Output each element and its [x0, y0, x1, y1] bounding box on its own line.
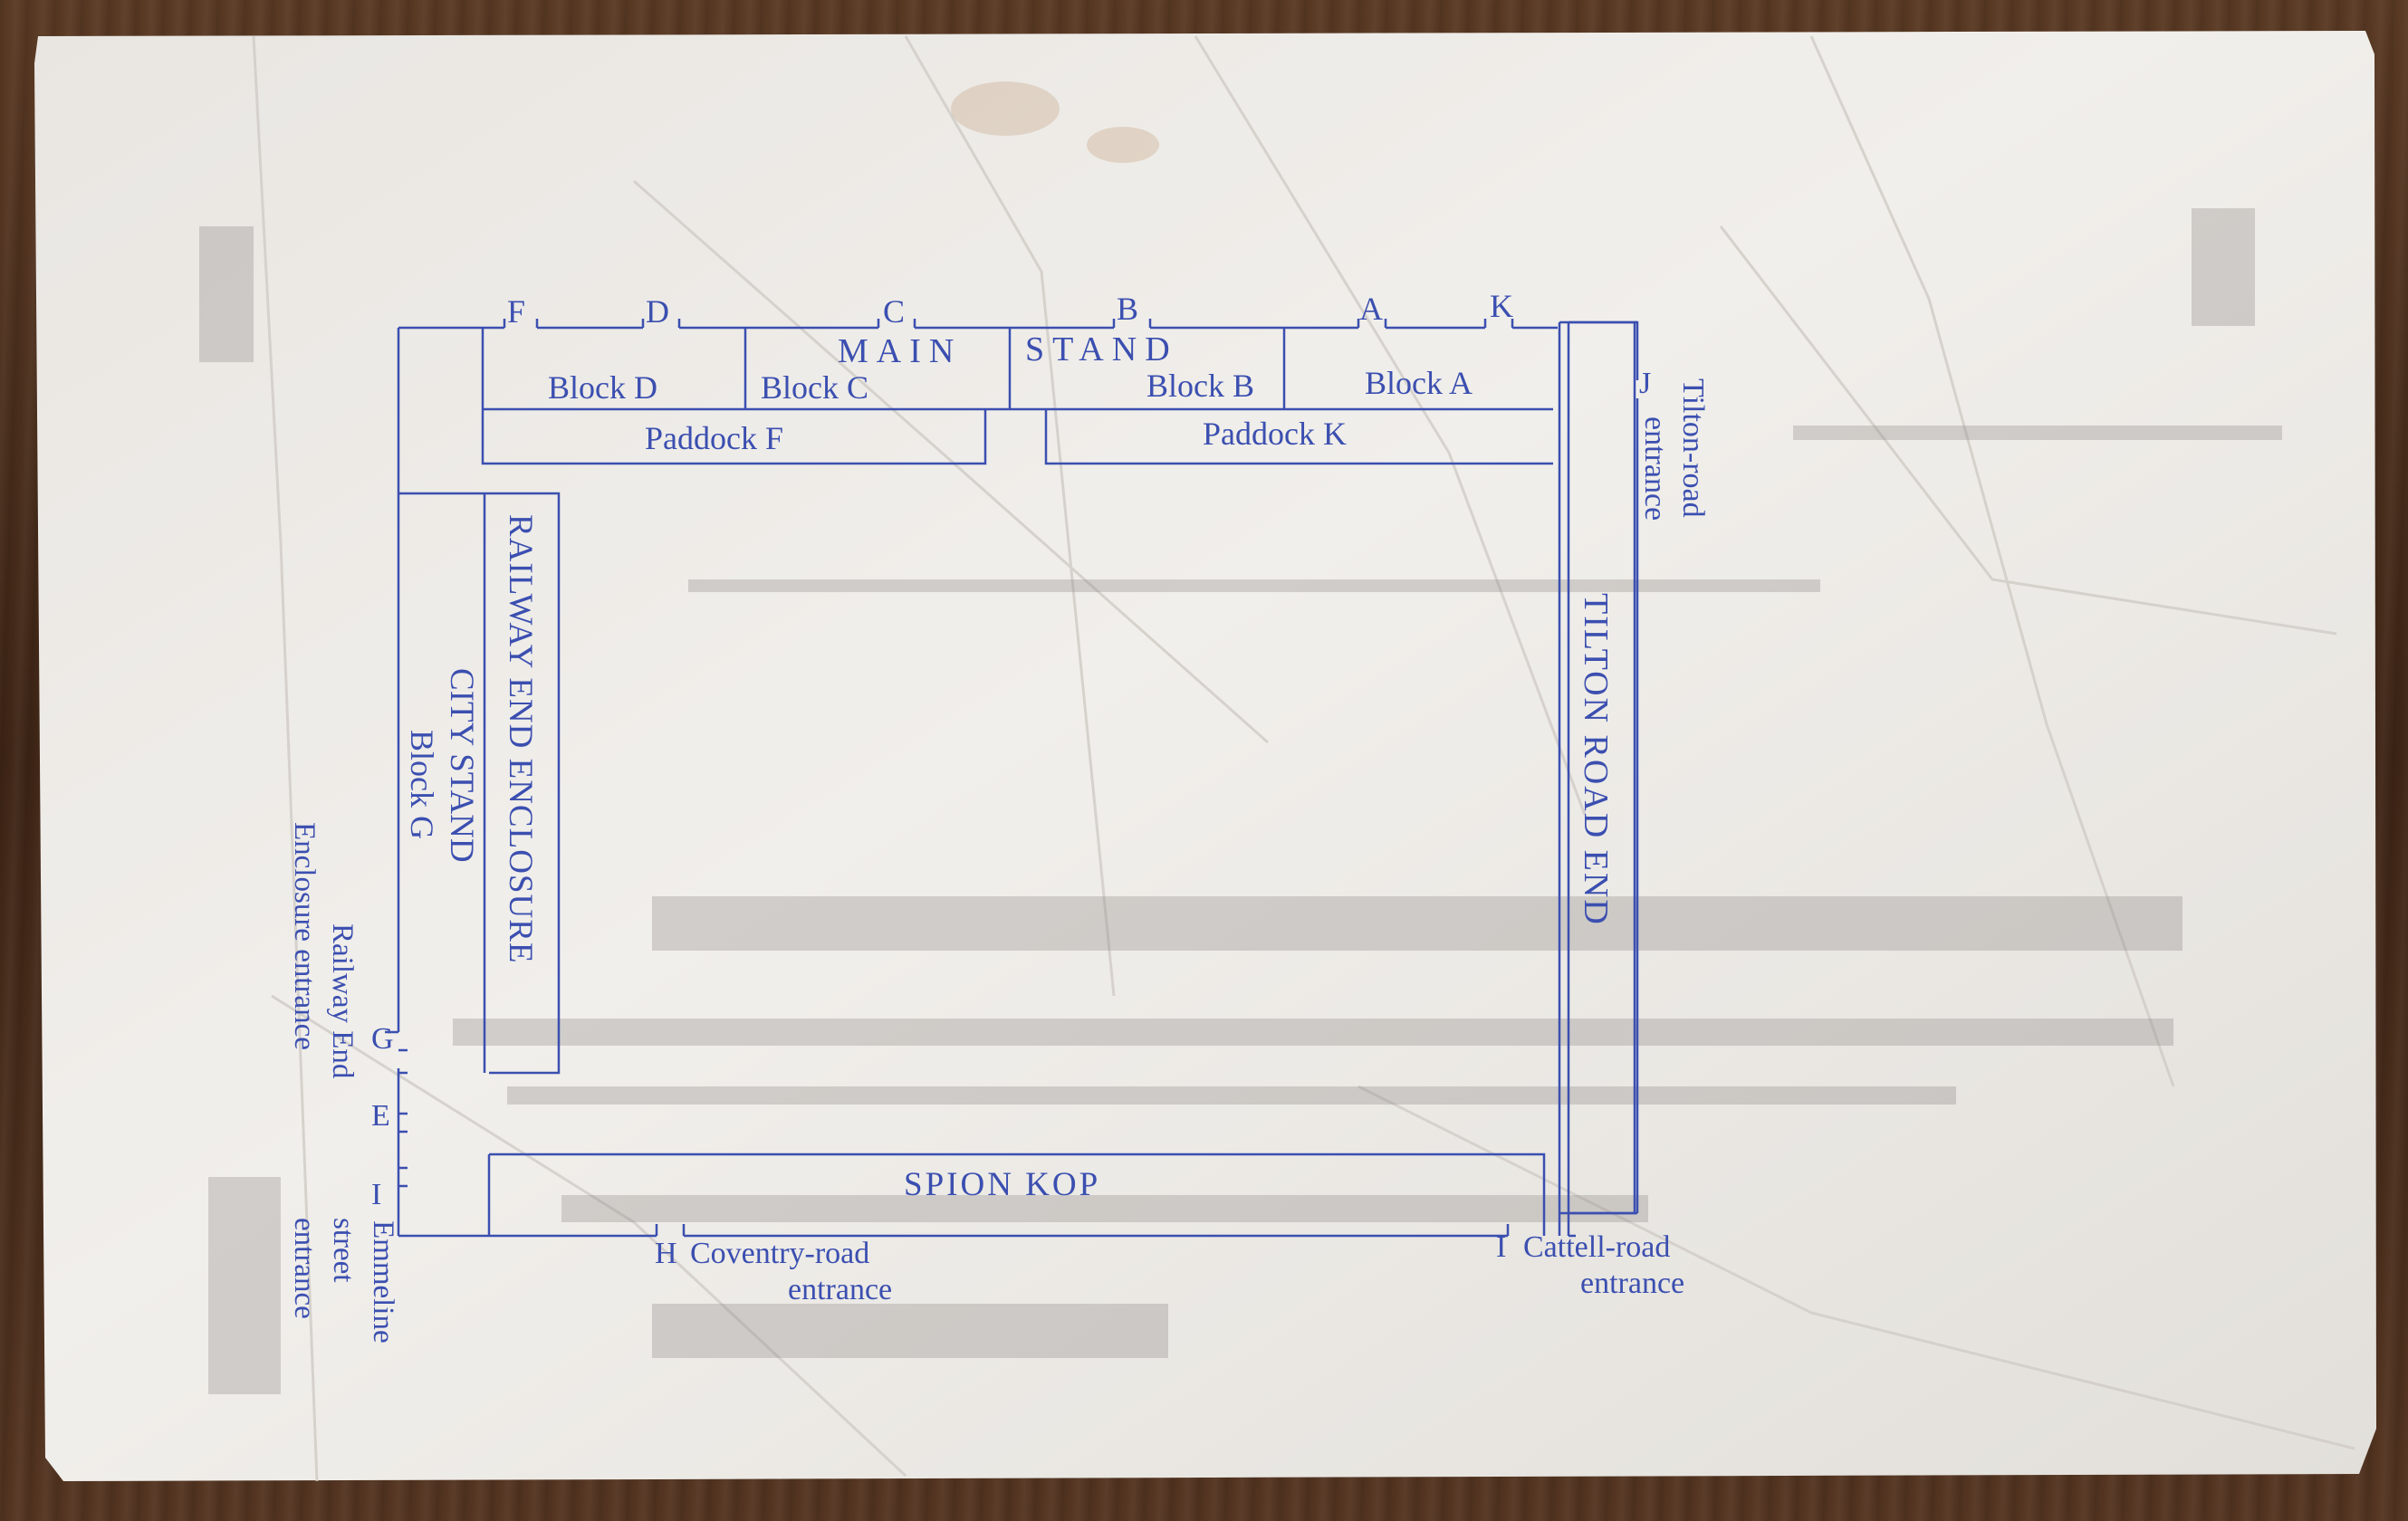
- main-stand-title-stand: STAND: [1025, 330, 1178, 368]
- spion-kop: SPION KOP: [904, 1166, 1100, 1203]
- reverse-print-showthrough: [199, 208, 2282, 1394]
- gate-g: G: [371, 1022, 394, 1056]
- main-stand: MAIN STAND Block D Block C Block B Block…: [548, 330, 1473, 456]
- paddock-f-label: Paddock F: [645, 420, 783, 456]
- paper-stains: [951, 81, 1159, 163]
- emmeline-entrance-line1: Emmeline: [367, 1220, 399, 1344]
- gate-d: D: [646, 293, 669, 330]
- gate-i-right: I: [1496, 1230, 1506, 1264]
- railway-end-entrance-line1: Railway End: [326, 923, 359, 1079]
- gate-c: C: [883, 293, 905, 330]
- gate-j: J: [1639, 367, 1651, 400]
- cattell-road-entrance-line2: entrance: [1580, 1267, 1684, 1300]
- main-stand-title-main: MAIN: [838, 332, 962, 370]
- gate-a: A: [1359, 291, 1383, 327]
- railway-end: RAILWAY END ENCLOSURE CITY STAND Block G: [404, 514, 539, 964]
- coventry-road-entrance-line2: entrance: [788, 1273, 892, 1306]
- tilton-road-entrance-line2: entrance: [1638, 416, 1672, 521]
- coventry-road-entrance-line1: Coventry-road: [690, 1237, 869, 1270]
- gate-k: K: [1490, 288, 1513, 324]
- block-g-label: Block G: [404, 730, 440, 839]
- gate-e: E: [371, 1099, 390, 1133]
- plan-outline: [385, 319, 1639, 1238]
- paddock-k-label: Paddock K: [1203, 416, 1347, 452]
- gate-f: F: [507, 293, 525, 330]
- tilton-road-entrance-line1: Tilton-road: [1676, 378, 1710, 518]
- entrances: Tilton-road entrance Railway End Enclosu…: [288, 378, 1710, 1344]
- gate-i-left: I: [371, 1178, 381, 1211]
- emmeline-entrance-line3: entrance: [288, 1218, 321, 1319]
- block-c-label: Block C: [761, 369, 868, 406]
- city-stand-label: CITY STAND: [443, 668, 480, 863]
- cattell-road-entrance-line1: Cattell-road: [1523, 1230, 1670, 1264]
- spion-kop-label: SPION KOP: [904, 1166, 1100, 1203]
- gate-letters: F D C B A K J G E I H I: [371, 288, 1651, 1270]
- tilton-road-end: TILTON ROAD END: [1577, 593, 1615, 926]
- emmeline-entrance-line2: street: [327, 1218, 360, 1282]
- block-a-label: Block A: [1365, 365, 1473, 401]
- block-d-label: Block D: [548, 369, 657, 406]
- gate-h: H: [655, 1237, 677, 1270]
- paper-sheet: [34, 31, 2376, 1481]
- tilton-road-end-label: TILTON ROAD END: [1577, 593, 1615, 926]
- block-b-label: Block B: [1146, 368, 1254, 404]
- railway-end-entrance-line2: Enclosure entrance: [288, 822, 321, 1050]
- paper-creases: [252, 35, 2355, 1482]
- gate-b: B: [1117, 291, 1138, 327]
- railway-end-enclosure-label: RAILWAY END ENCLOSURE: [502, 514, 539, 964]
